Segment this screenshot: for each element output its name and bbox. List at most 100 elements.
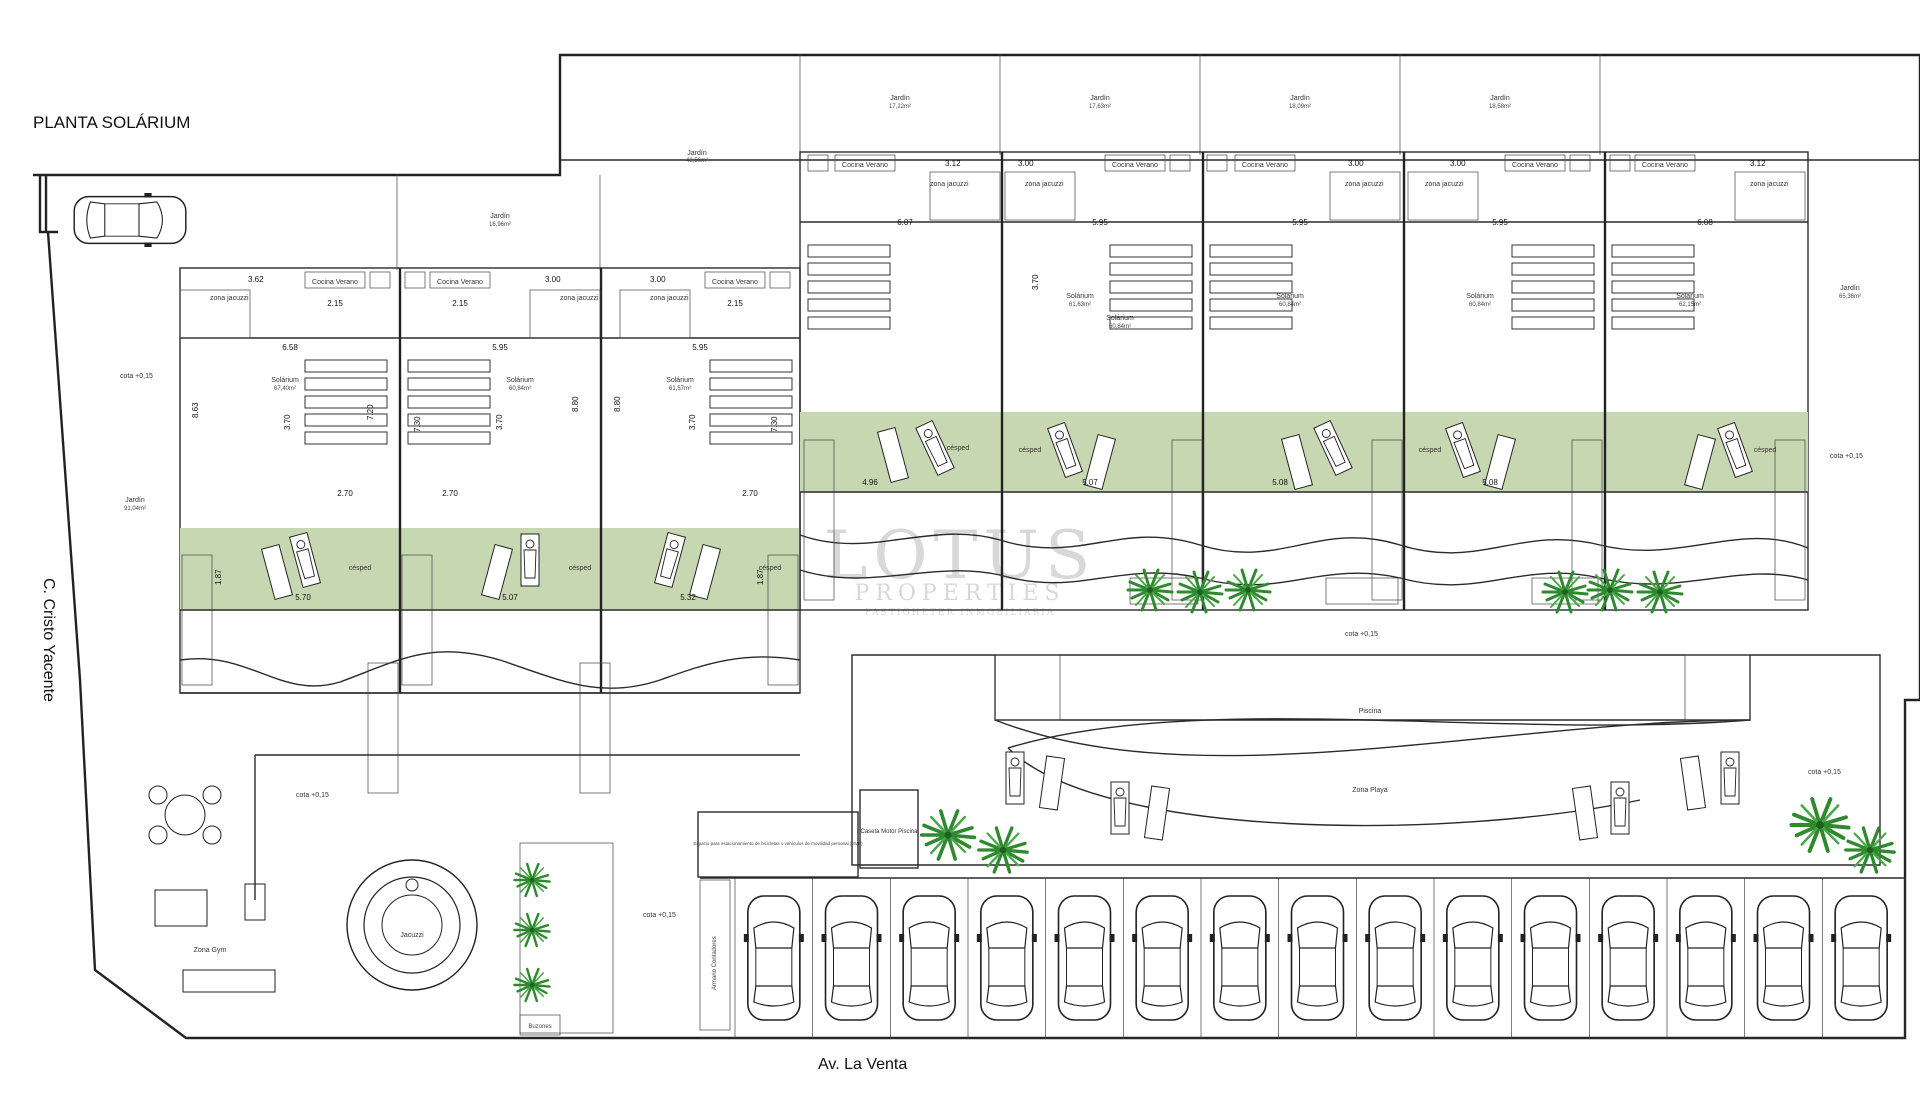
dim-l1-top: 3.62 <box>248 275 264 284</box>
dim-l3-730: 7.30 <box>770 416 779 432</box>
bike-parking-label: Espacio para estacionamiento de biciclet… <box>693 841 863 846</box>
garden-unit1-area: 16,96m² <box>489 222 511 228</box>
cesped-r1: césped <box>947 445 970 452</box>
solarium-l1-label: Solárium <box>271 377 299 384</box>
mailboxes-label: Buzones <box>528 1024 551 1030</box>
parked-car <box>1053 895 1116 1021</box>
cesped-l2: césped <box>569 565 592 572</box>
zona-jacuzzi-r1: zona jacuzzi <box>930 181 969 188</box>
zona-jacuzzi-l3: zona jacuzzi <box>650 295 689 302</box>
lawn-l1: 5.70 <box>295 593 311 602</box>
watermark-tagline: FASTIGHETER INMOBILIARIA <box>865 608 1056 618</box>
dim-l1-187: 1.87 <box>214 569 223 585</box>
parked-car <box>1286 895 1349 1021</box>
cesped-r3: césped <box>1419 447 1442 454</box>
parked-car <box>1131 895 1193 1021</box>
dim-r1-top: 3.12 <box>945 159 961 168</box>
dim-l1-270: 2.70 <box>337 489 353 498</box>
dim-l2-270: 2.70 <box>442 489 458 498</box>
dim-l3-215: 2.15 <box>727 299 743 308</box>
zona-jacuzzi-r3: zona jacuzzi <box>1345 181 1384 188</box>
parked-car <box>1209 895 1271 1021</box>
garden-top-label: Jardín <box>687 150 707 157</box>
cocina-l3: Cocina Verano <box>712 279 758 286</box>
garden-r3-label: Jardín <box>1290 95 1310 102</box>
dim-r2-width: 5.95 <box>1092 218 1108 227</box>
garden-r4-label: Jardín <box>1490 95 1510 102</box>
solarium-r4-area: 60,84m² <box>1469 302 1491 308</box>
palm-pool-3 <box>1789 797 1851 853</box>
cocina-l2: Cocina Verano <box>437 279 483 286</box>
lawn-r1: 4.96 <box>862 478 878 487</box>
parked-car-top <box>73 192 187 248</box>
garden-left-label: Jardín <box>125 497 145 504</box>
parked-car <box>1597 895 1659 1021</box>
parked-car <box>898 895 960 1021</box>
pump-house <box>859 789 919 869</box>
garden-r2-label: Jardín <box>1090 95 1110 102</box>
plan-title: PLANTA SOLÁRIUM <box>33 113 190 132</box>
dim-l2-width: 5.95 <box>492 343 508 352</box>
garden-r2-area: 17,63m² <box>1089 104 1111 110</box>
solarium-l3-area: 61,57m² <box>669 386 691 392</box>
cesped-r4: césped <box>1754 447 1777 454</box>
pool-area <box>851 654 1881 866</box>
dim-r5-width: 6.08 <box>1697 218 1713 227</box>
zona-jacuzzi-l1: zona jacuzzi <box>210 295 249 302</box>
solarium-r4-label: Solárium <box>1466 293 1494 300</box>
solarium-r2-label-vis: Solárium <box>1106 315 1134 322</box>
street-side: C. Cristo Yacente <box>40 578 57 702</box>
dim-r4-width: 5.95 <box>1492 218 1508 227</box>
parked-car <box>1519 895 1582 1021</box>
dim-l1-720: 7.20 <box>366 404 375 420</box>
solarium-r1-area: 61,63m² <box>1069 302 1091 308</box>
dim-l2-depth: 8.80 <box>571 396 580 412</box>
dim-l3-top: 3.00 <box>650 275 666 284</box>
parked-car <box>1675 895 1737 1021</box>
watermark-sub: PROPERTIES <box>855 581 1066 606</box>
lawn-r4: 5.08 <box>1482 478 1498 487</box>
parked-car <box>1752 895 1815 1021</box>
pump-house-label: Caseta Motor Piscina <box>860 829 918 835</box>
north-garden-line <box>559 159 1920 175</box>
dim-r2-top: 3.00 <box>1018 159 1034 168</box>
solarium-l3-label: Solárium <box>666 377 694 384</box>
dim-l1-width: 6.58 <box>282 343 298 352</box>
dim-l1-215: 2.15 <box>327 299 343 308</box>
garden-unit1-label: Jardín <box>490 213 510 220</box>
solarium-r1-label: Solárium <box>1066 293 1094 300</box>
jacuzzi <box>346 859 478 991</box>
zona-jacuzzi-r2: zona jacuzzi <box>1025 181 1064 188</box>
parked-car <box>1442 895 1504 1021</box>
dim-l3-187: 1.87 <box>756 569 765 585</box>
palm-3 <box>1224 568 1272 612</box>
cota-left: cota +0,15 <box>120 373 153 380</box>
right-block <box>799 151 1809 611</box>
gym-zone-label: Zona Gym <box>194 947 227 954</box>
lawn-l2: 5.07 <box>502 593 518 602</box>
parked-car <box>1364 895 1426 1021</box>
solarium-l2-area: 60,84m² <box>509 386 531 392</box>
garden-r4-area: 18,58m² <box>1489 104 1511 110</box>
dim-l2-730: 7.30 <box>413 416 422 432</box>
cesped-r2: césped <box>1019 447 1042 454</box>
watermark: LOTUS PROPERTIES FASTIGHETER INMOBILIARI… <box>824 517 1091 618</box>
dim-l3-width: 5.95 <box>692 343 708 352</box>
dim-r3-width: 5.95 <box>1292 218 1308 227</box>
cocina-l1: Cocina Verano <box>312 279 358 286</box>
dim-l2-top: 3.00 <box>545 275 561 284</box>
dim-l3-370: 3.70 <box>688 414 697 430</box>
garden-left-area: 91,04m² <box>124 506 146 512</box>
solarium-l2-label: Solárium <box>506 377 534 384</box>
garden-right-label: Jardín <box>1840 285 1860 292</box>
cesped-l3: césped <box>759 565 782 572</box>
dim-l1-depth: 8.63 <box>191 402 200 418</box>
cota-gym: cota +0,15 <box>296 792 329 799</box>
zona-jacuzzi-r4: zona jacuzzi <box>1425 181 1464 188</box>
lawn-l3: 5.32 <box>680 593 696 602</box>
garden-right-area: 65,36m² <box>1839 294 1861 300</box>
cota-right: cota +0,15 <box>1830 453 1863 460</box>
solarium-r5-area: 62,15m² <box>1679 302 1701 308</box>
cocina-r4: Cocina Verano <box>1512 162 1558 169</box>
